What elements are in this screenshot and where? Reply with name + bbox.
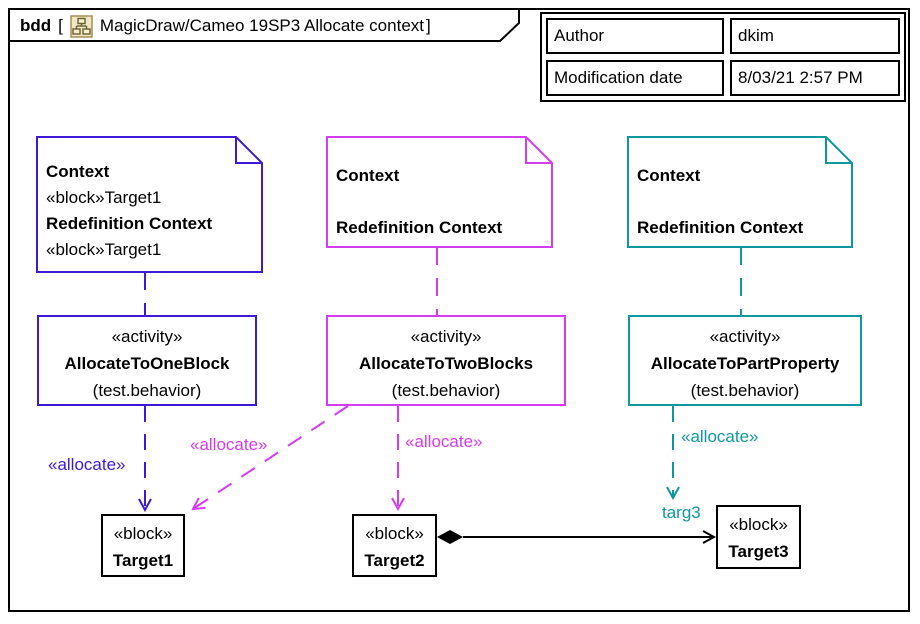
bdd-diagram-icon — [70, 14, 93, 38]
note-text-target1: Context «block»Target1 Redefinition Cont… — [46, 159, 212, 263]
allocate-label-magenta-diagonal[interactable]: «allocate» — [190, 435, 268, 454]
activity-stereotype: «activity» — [709, 327, 781, 346]
note-shape-target1[interactable] — [36, 136, 263, 273]
block-name: Target2 — [364, 551, 425, 570]
association-target2-target3[interactable] — [437, 530, 717, 544]
allocate-label-magenta-vertical[interactable]: «allocate» — [405, 432, 483, 451]
block-name: Target3 — [728, 542, 789, 561]
header-close-bracket: ] — [426, 16, 431, 35]
info-label-author: Author — [546, 18, 724, 54]
association-role-label-targ3[interactable]: targ3 — [662, 503, 701, 522]
note-line — [637, 189, 803, 215]
block-stereotype: «block» — [113, 524, 173, 543]
note-line: «block»Target1 — [46, 188, 162, 207]
activity-allocate-to-two-blocks[interactable]: «activity» AllocateToTwoBlocks (test.beh… — [326, 315, 566, 406]
activity-name: AllocateToPartProperty — [650, 354, 840, 373]
block-stereotype: «block» — [365, 524, 424, 543]
note-line: Redefinition Context — [637, 218, 804, 237]
activity-qualifier: (test.behavior) — [690, 381, 800, 400]
block-target3[interactable]: «block» Target3 — [716, 505, 801, 569]
activity-allocate-to-one-block[interactable]: «activity» AllocateToOneBlock (test.beha… — [37, 315, 257, 406]
activity-allocate-to-part-property[interactable]: «activity» AllocateToPartProperty (test.… — [628, 315, 862, 406]
activity-stereotype: «activity» — [111, 327, 183, 346]
block-name: Target1 — [112, 551, 174, 570]
note-shape-two-blocks[interactable] — [326, 136, 553, 248]
note-line: «block»Target1 — [46, 240, 162, 259]
info-label-modification-date: Modification date — [546, 60, 724, 96]
note-line — [336, 189, 502, 215]
allocate-label-blue[interactable]: «allocate» — [48, 455, 126, 474]
block-target2[interactable]: «block» Target2 — [352, 514, 437, 577]
note-line: Redefinition Context — [46, 214, 213, 233]
activity-stereotype: «activity» — [410, 327, 482, 346]
block-target1[interactable]: «block» Target1 — [101, 514, 185, 577]
diagram-kind-label: bdd — [20, 16, 52, 35]
allocate-arrow-two-blocks-target1[interactable] — [191, 405, 349, 511]
activity-name: AllocateToOneBlock — [64, 354, 230, 373]
block-stereotype: «block» — [729, 515, 788, 534]
note-line: Context — [637, 166, 701, 185]
note-text-two-blocks: Context Redefinition Context — [336, 163, 502, 241]
activity-name: AllocateToTwoBlocks — [358, 354, 534, 373]
note-line: Context — [336, 166, 400, 185]
diagram-header-tab[interactable] — [8, 8, 520, 42]
note-line: Context — [46, 162, 110, 181]
diagram-header: bdd [ MagicDraw/Cameo 19SP3 Allocate con… — [20, 11, 431, 41]
note-shape-part-property[interactable] — [627, 136, 853, 248]
header-open-bracket: [ — [58, 16, 63, 35]
info-value-modification-date: 8/03/21 2:57 PM — [730, 60, 900, 96]
activity-qualifier: (test.behavior) — [92, 381, 202, 400]
diagram-info-table[interactable]: Author dkim Modification date 8/03/21 2:… — [540, 12, 906, 102]
diagram-title: MagicDraw/Cameo 19SP3 Allocate context — [99, 16, 424, 35]
note-line: Redefinition Context — [336, 218, 503, 237]
activity-qualifier: (test.behavior) — [391, 381, 501, 400]
note-text-part-property: Context Redefinition Context — [637, 163, 803, 241]
info-value-author: dkim — [730, 18, 900, 54]
allocate-label-teal[interactable]: «allocate» — [681, 427, 759, 446]
